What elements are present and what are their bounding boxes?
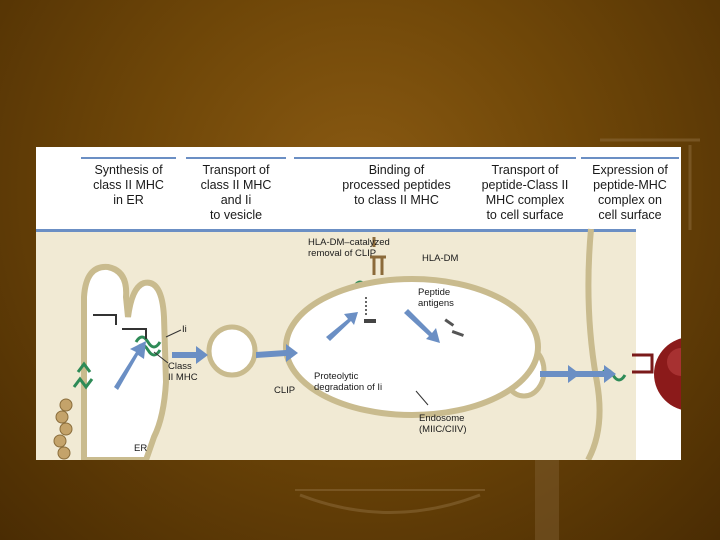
class-ii-pointer <box>153 351 169 364</box>
pathway-arrows <box>114 309 616 390</box>
antigen-processing-figure: Synthesis of class II MHC in ER Transpor… <box>36 147 681 460</box>
label-ii: Ii <box>182 324 187 335</box>
label-hla-dm-catalyzed: HLA-DM–catalyzed removal of CLIP <box>308 237 390 259</box>
header-synthesis: Synthesis of class II MHC in ER <box>81 157 176 229</box>
header-transport-to-vesicle: Transport of class II MHC and Ii to vesi… <box>186 157 286 229</box>
header-expression: Expression of peptide-MHC complex on cel… <box>581 157 679 229</box>
scale-decoration <box>295 138 700 540</box>
header-binding-peptides: Binding of processed peptides to class I… <box>294 157 499 229</box>
label-clip: CLIP <box>274 385 296 396</box>
pathway-diagram <box>36 228 681 460</box>
hla-dm-molecule <box>370 237 386 275</box>
endosome <box>283 276 541 418</box>
header-transport-to-surface: Transport of peptide-Class II MHC comple… <box>474 157 576 229</box>
ribosomes <box>53 398 73 460</box>
peptide-antigens <box>364 318 464 337</box>
endosome-pointer <box>415 390 429 406</box>
label-proteolytic-degradation: Proteolytic degradation of Ii <box>314 371 383 393</box>
label-peptide-antigens: Peptide antigens <box>418 287 454 309</box>
label-class-ii-mhc: Class II MHC <box>168 361 198 383</box>
ii-pointer <box>165 329 182 338</box>
transport-vesicle-1 <box>206 324 258 378</box>
label-er: ER <box>134 443 148 454</box>
tcr-receptor <box>632 353 654 374</box>
label-hla-dm: HLA-DM <box>422 253 459 264</box>
header-divider <box>36 229 681 232</box>
label-endosome: Endosome (MIIC/CIIV) <box>419 413 467 435</box>
er-membrane <box>81 263 170 460</box>
